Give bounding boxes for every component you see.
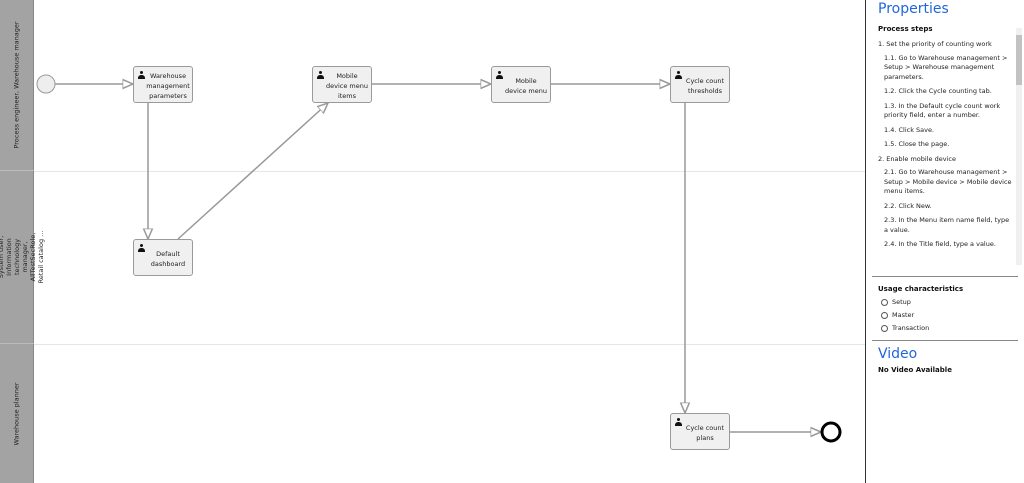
activity-cycle-count-plans[interactable]: Cycle count plans [670, 413, 730, 450]
no-video-text: No Video Available [878, 366, 952, 374]
process-step: 1.2. Click the Cycle counting tab. [884, 87, 992, 95]
scrollbar[interactable] [1016, 28, 1022, 265]
video-title: Video [878, 346, 918, 362]
radio-icon[interactable] [881, 311, 888, 319]
person-icon [675, 71, 682, 79]
activity-mobile-device-menu-items[interactable]: Mobile device menu items [312, 66, 372, 103]
swimlane-headers: Process engineer, Warehouse manager Test… [0, 0, 45, 483]
activity-cycle-count-thresholds[interactable]: Cycle count thresholds [670, 66, 730, 103]
person-icon [496, 71, 503, 79]
activity-mobile-device-menu[interactable]: Mobile device menu [491, 66, 551, 103]
usage-heading: Usage characteristics [878, 285, 964, 293]
lane-label-text: Warehouse planner [13, 381, 21, 446]
lane-label: Warehouse planner [0, 344, 34, 483]
activity-label: Cycle count plans [685, 423, 725, 442]
process-step: 2. Enable mobile device [878, 154, 956, 163]
lane-label: TestEssentialRole, System user, Informat… [0, 171, 45, 344]
activity-label: Cycle count thresholds [685, 76, 725, 95]
activity-default-dashboard[interactable]: Default dashboard [133, 239, 193, 276]
panel-title: Properties [878, 1, 949, 17]
activity-label: Mobile device menu [505, 76, 547, 95]
activity-label: Default dashboard [150, 249, 186, 268]
person-icon [138, 71, 145, 79]
lane-divider [34, 344, 865, 345]
flow-connectors [36, 74, 842, 443]
scrollbar-thumb[interactable] [1016, 35, 1022, 85]
process-step: 1.5. Close the page. [884, 140, 950, 148]
process-step: 2.1. Go to Warehouse management > Setup … [884, 168, 1012, 195]
activity-label: Warehouse management parameters [146, 71, 190, 100]
end-event [820, 421, 842, 443]
person-icon [138, 244, 145, 252]
process-steps-list[interactable]: 1. Set the priority of counting work 1.1.… [878, 37, 1024, 272]
radio-label: Transaction [892, 324, 930, 332]
properties-panel: Properties Process steps 1. Set the prio… [865, 0, 1024, 483]
process-step: 1.4. Click Save. [884, 125, 935, 134]
lane-divider [34, 171, 865, 172]
radio-label: Master [892, 311, 915, 319]
lane-label-text: Process engineer, Warehouse manager [13, 21, 22, 149]
lane-label: Process engineer, Warehouse manager [0, 0, 34, 171]
process-step: 1.1. Go to Warehouse management > Setup … [884, 53, 1008, 81]
radio-setup[interactable]: Setup [881, 298, 1024, 306]
process-step: 2.4. In the Title field, type a value. [884, 240, 996, 248]
radio-icon[interactable] [881, 324, 888, 332]
process-step: 1. Set the priority of counting work [878, 40, 992, 48]
start-event [36, 74, 56, 94]
radio-label: Setup [892, 298, 911, 306]
radio-icon[interactable] [881, 298, 888, 306]
radio-master[interactable]: Master [881, 311, 1024, 319]
process-step: 2.3. In the Menu item name field, type a… [884, 216, 1010, 234]
radio-transaction[interactable]: Transaction [881, 324, 1024, 332]
connector [177, 103, 328, 240]
activity-warehouse-management-parameters[interactable]: Warehouse management parameters [133, 66, 193, 103]
person-icon [675, 418, 682, 426]
process-steps-heading: Process steps [878, 25, 933, 33]
process-step: 1.3. In the Default cycle count work pri… [884, 101, 1001, 120]
person-icon [317, 71, 324, 79]
process-step: 2.2. Click New. [884, 201, 932, 210]
process-canvas[interactable]: Warehouse management parameters Mobile d… [34, 0, 865, 483]
activity-label: Mobile device menu items [326, 71, 368, 100]
